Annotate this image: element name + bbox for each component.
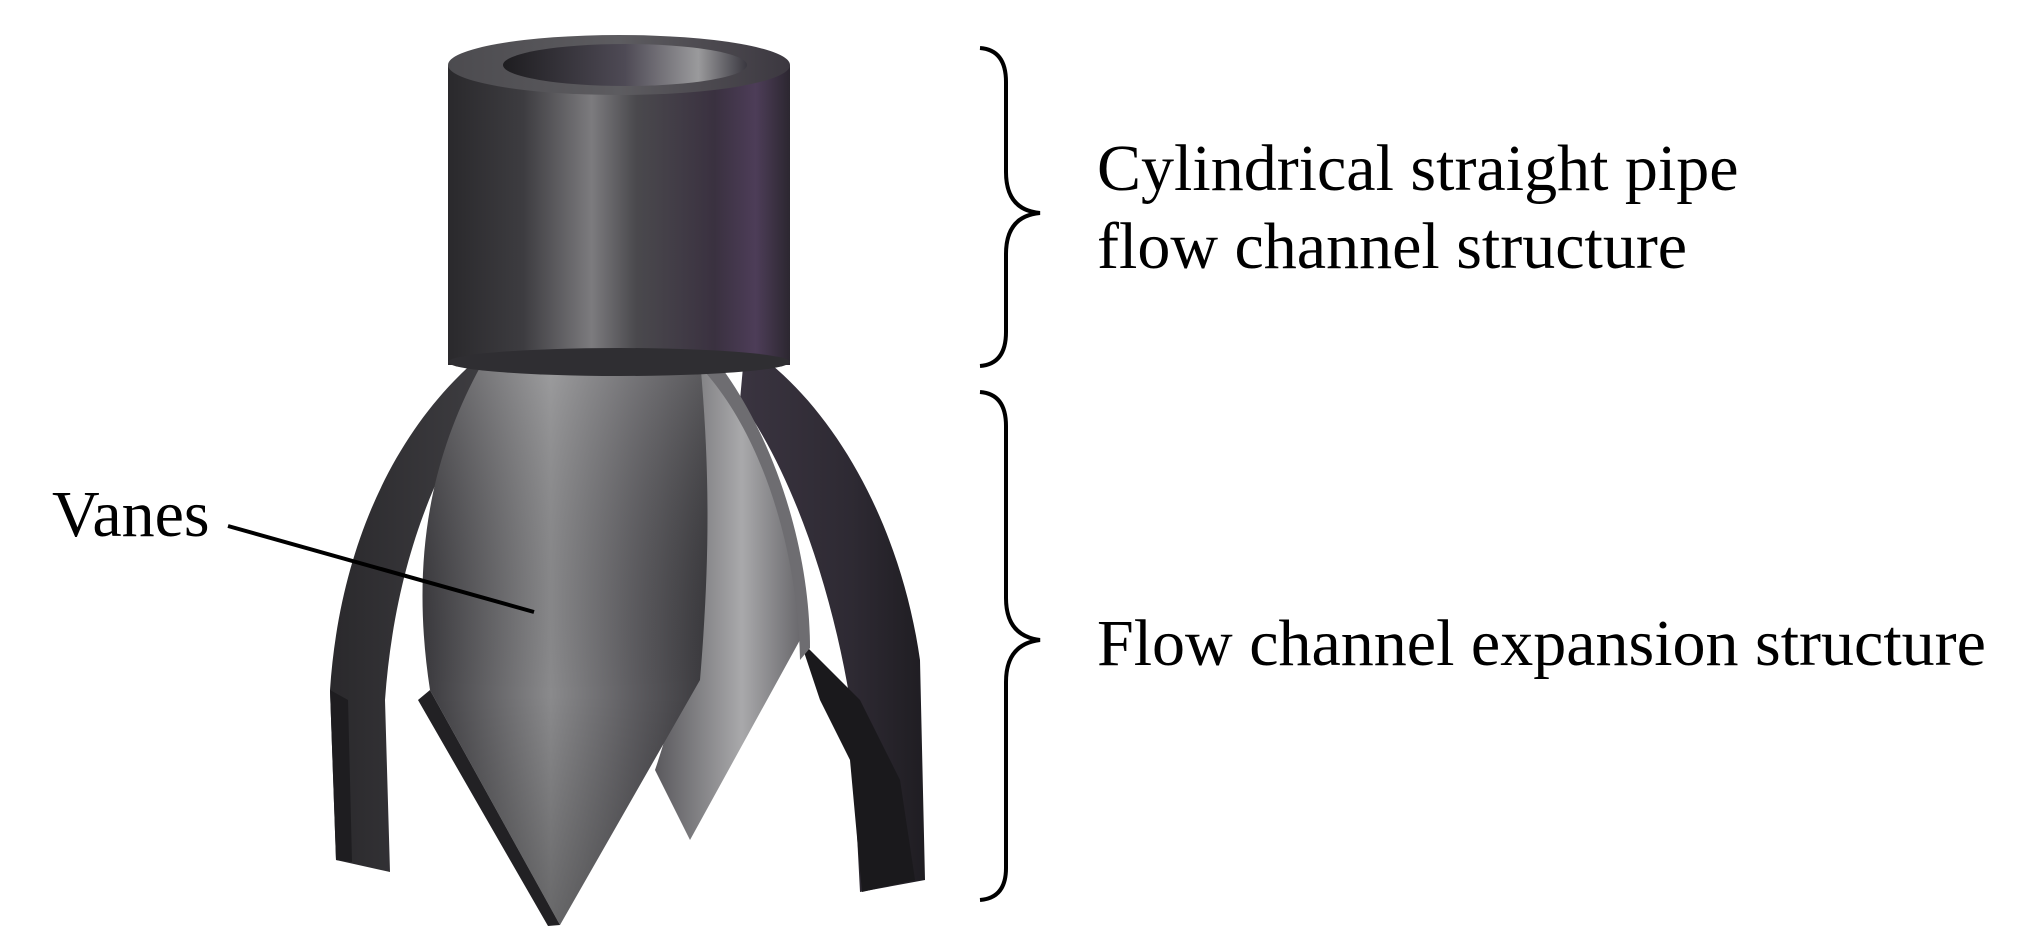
pipe-bottom-rim [448, 348, 790, 376]
vane-front-shade [422, 350, 708, 925]
vanes-label: Vanes [52, 478, 210, 551]
vane-left-back [330, 350, 500, 872]
brace-expansion [979, 390, 1041, 902]
vane-right-thick-edge [800, 640, 915, 892]
vanes-leader-line [227, 524, 535, 614]
straight-pipe-label-line1: Cylindrical straight pipe [1097, 132, 1739, 205]
vane-right-middle-strip [705, 355, 810, 660]
expansion-label: Flow channel expansion structure [1097, 607, 1986, 680]
vane-front-left-edge [418, 690, 560, 926]
pipe-bore [503, 44, 747, 86]
straight-pipe-label-line2: flow channel structure [1097, 210, 1687, 283]
pipe-body [448, 65, 790, 365]
nozzle-illustration [330, 35, 925, 926]
vane-left-edge [330, 690, 352, 862]
brace-straight-pipe [979, 46, 1041, 368]
